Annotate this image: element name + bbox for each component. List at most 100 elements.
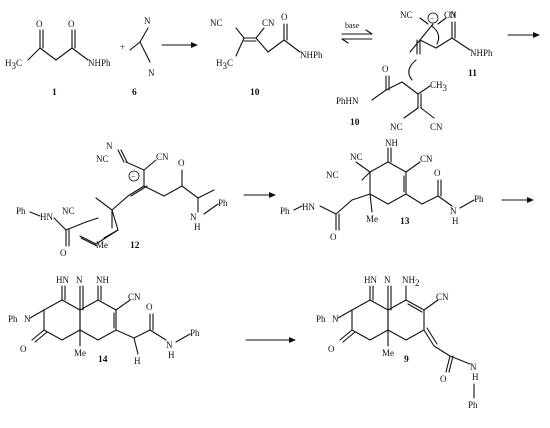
compound-6-structure: N N 6 (129, 16, 155, 98)
atom-label-cn: N (144, 16, 151, 26)
atom-label-cn: CN (430, 122, 443, 132)
atom-label-ph: Ph (280, 206, 290, 216)
atom-label-o: O (382, 64, 389, 74)
atom-label-hn: HN (40, 212, 53, 222)
atom-label-cn: CN (128, 292, 141, 302)
compound-number-11: 11 (468, 69, 477, 79)
atom-label-me: Me (74, 348, 86, 358)
atom-label-cn: CN (262, 18, 275, 28)
plus-sign: + (120, 42, 125, 52)
atom-label-nc: NC (62, 206, 75, 216)
atom-label-h3c: H3C (216, 58, 233, 71)
atom-label-nc: NC (96, 154, 109, 164)
atom-label-n: N (24, 314, 31, 324)
reaction-arrow (507, 32, 540, 38)
atom-label-o: O (146, 302, 153, 312)
atom-label-ph: Ph (218, 198, 228, 208)
atom-label-o: O (36, 19, 43, 29)
atom-label-nc: NC (210, 18, 223, 28)
atom-label-nh: N (190, 212, 197, 222)
atom-label-o: O (178, 158, 185, 168)
charge-minus: − (131, 172, 136, 181)
atom-label-o: O (20, 344, 27, 354)
compound-number-1: 1 (52, 88, 57, 98)
atom-label-hn: HN (302, 202, 315, 212)
atom-label-ph: Ph (16, 206, 26, 216)
atom-label-h: H (134, 356, 141, 366)
compound-number-6: 6 (132, 88, 137, 98)
atom-label-n: N (332, 314, 339, 324)
negative-charge-icon (427, 12, 439, 24)
reagent-base-label: base (345, 21, 360, 30)
atom-label-nhph: NHPh (470, 48, 493, 58)
atom-label-o: O (328, 344, 335, 354)
atom-label-ph: Ph (190, 328, 200, 338)
atom-label-ph: Ph (468, 400, 478, 410)
reaction-arrow (243, 192, 276, 198)
atom-label-cn: CN (444, 10, 457, 20)
atom-label-cn: CN (420, 154, 433, 164)
atom-label-me: Me (366, 214, 378, 224)
atom-label-o: O (68, 19, 75, 29)
atom-label-nh: N (166, 340, 173, 350)
atom-label-nh: NH (385, 138, 398, 148)
atom-label-n: N (76, 275, 83, 285)
compound-number-9: 9 (404, 355, 409, 365)
compound-1-structure: O O H3C NHPh 1 (5, 19, 111, 98)
atom-label-o: O (434, 168, 441, 178)
compound-10-structure: NC CN O H3C NHPh 10 (210, 12, 323, 98)
reaction-arrow (501, 197, 534, 203)
atom-label-n: N (106, 141, 113, 151)
atom-label-me: Me (382, 348, 394, 358)
compound-12-structure: N NC CN − NC Ph HN O Me O N H Ph 12 (16, 141, 228, 258)
atom-label-nc: NC (390, 122, 403, 132)
compound-11-structure: NC CN − O NHPh 11 (400, 10, 493, 81)
atom-label-nc: NC (350, 152, 363, 162)
atom-label-phhn: PhHN (336, 96, 359, 106)
atom-label-h: H (194, 222, 201, 232)
curved-arrow-icon (408, 59, 417, 81)
equilibrium-arrow: base (341, 21, 373, 44)
atom-label-ph: Ph (474, 194, 484, 204)
atom-label-nh2: NH2 (402, 275, 420, 288)
atom-label-ph: Ph (316, 314, 326, 324)
curved-arrow-icon (431, 25, 440, 45)
atom-label-nhph: NHPh (88, 58, 111, 68)
atom-label-o: O (330, 232, 337, 242)
atom-label-nh: HN (56, 275, 69, 285)
atom-label-ph: Ph (8, 314, 18, 324)
atom-label-h: H (452, 216, 459, 226)
atom-label-h: H (472, 372, 479, 382)
compound-9-structure: HN N NH2 CN Ph N O Me O N H Ph 9 (316, 275, 479, 410)
atom-label-cn: CN (156, 152, 169, 162)
atom-label-o: O (60, 248, 67, 258)
negative-charge-icon (128, 170, 140, 182)
atom-label-nh: N (470, 362, 477, 372)
atom-label-o: O (449, 10, 456, 20)
atom-label-nh: HN (364, 275, 377, 285)
atom-label-o: O (440, 374, 447, 384)
compound-number-14: 14 (98, 355, 108, 365)
atom-label-me: Me (96, 240, 108, 250)
atom-label-cn: N (148, 68, 155, 78)
atom-label-nhph: NHPh (300, 50, 323, 60)
compound-number-10-second: 10 (350, 118, 360, 128)
atom-label-nc: NC (326, 170, 339, 180)
atom-label-cn: CN (436, 292, 449, 302)
atom-label-nh: NH (96, 275, 109, 285)
atom-label-o: O (281, 12, 288, 22)
reaction-arrow (161, 42, 198, 48)
atom-label-h: H (168, 350, 175, 360)
compound-number-10: 10 (250, 88, 260, 98)
atom-label-n: N (384, 275, 391, 285)
compound-number-12: 12 (130, 241, 140, 251)
compound-13-structure: NH CN NC NC Ph HN O Me O N H Ph 13 (280, 138, 484, 242)
reaction-arrow (245, 337, 296, 343)
atom-label-h3c: H3C (5, 58, 22, 71)
charge-minus: − (430, 14, 435, 23)
compound-14-structure: HN N NH CN Ph N O Me O H N H Ph 14 (8, 275, 200, 366)
atom-label-nc: NC (400, 10, 413, 20)
compound-number-13: 13 (400, 217, 410, 227)
compound-10-second-structure: PhHN O CH3 NC CN 10 (336, 64, 448, 132)
